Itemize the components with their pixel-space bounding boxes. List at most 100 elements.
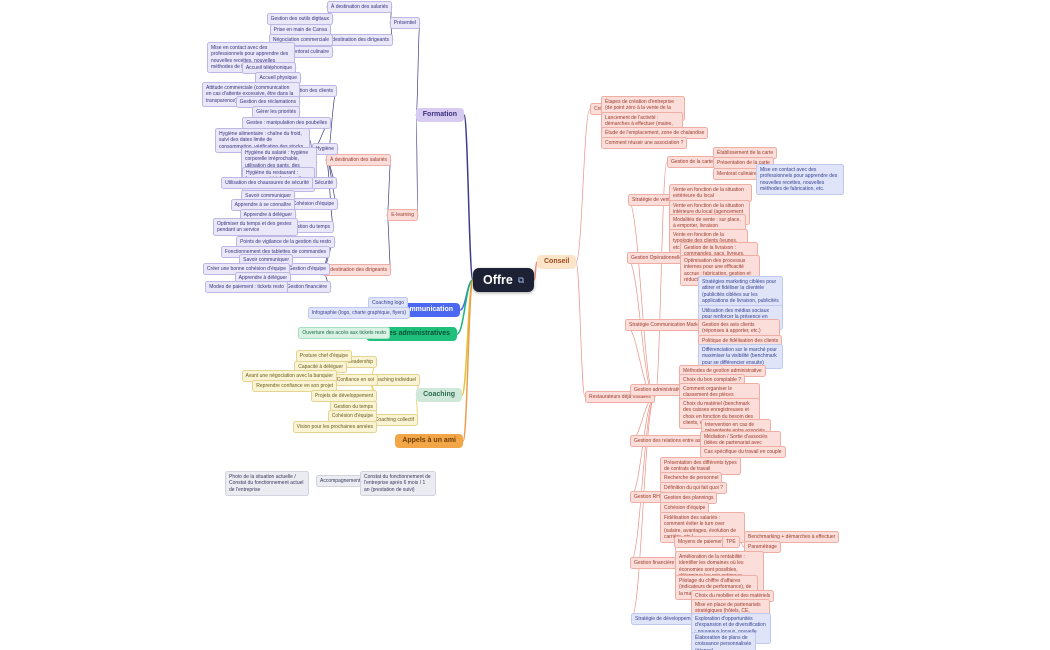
- node-label: Gestion des réclamations: [239, 98, 296, 105]
- edge-formation-to-presentiel: [415, 22, 421, 116]
- node-label: Apprendre à se connaître: [234, 201, 291, 208]
- node-label: Savoir communiquer: [243, 256, 289, 263]
- node-label: TPE: [726, 538, 736, 545]
- node-label: Ouverture des accès aux tickets resto: [302, 329, 386, 336]
- node-label: Stratégie de développement: [635, 615, 698, 622]
- mindmap-node-gestion-fin-1[interactable]: Gestion financière: [282, 281, 331, 293]
- mindmap-node-moyens-paiement[interactable]: Moyens de paiement: [674, 536, 729, 548]
- node-label: Moyens de paiement: [678, 538, 725, 545]
- node-label: Mentorat culinaire: [289, 48, 329, 55]
- mindmap-node-elearning[interactable]: E-learning: [387, 209, 418, 221]
- node-label: Politique de fidélisation des clients: [702, 337, 779, 344]
- node-label: Élaboration de plans de croissance perso…: [695, 634, 752, 650]
- mindmap-node-priorites[interactable]: Gérer les priorités: [252, 106, 300, 118]
- node-label: Gestion des plannings: [664, 494, 714, 501]
- node-label: Gestion des outils digitaux: [270, 15, 329, 22]
- mindmap-node-gestion-op[interactable]: Gestion Opérationnelle: [627, 252, 687, 264]
- mindmap-node-dest-dirigeants-2[interactable]: À destination des dirigeants: [321, 264, 391, 276]
- node-label: À destination des dirigeants: [325, 266, 387, 273]
- node-label: Optimiser du temps et des gestes pendant…: [217, 220, 292, 234]
- mindmap-root-node[interactable]: Offre⧉: [473, 268, 535, 292]
- node-label: Savoir communiquer: [245, 192, 291, 199]
- node-label: Points de vigilance de la gestion du res…: [240, 238, 331, 245]
- node-label: Gérer les priorités: [256, 108, 296, 115]
- node-label: Mise en contact avec des professionnels …: [760, 166, 838, 193]
- mindmap-node-cohesion2[interactable]: Cohésion d'équipe: [327, 410, 377, 422]
- mindmap-node-appels[interactable]: Appels à un ami: [395, 434, 463, 449]
- mindmap-node-vision[interactable]: Vision pour les prochaines années: [292, 421, 377, 433]
- mindmap-node-chaussures[interactable]: Utilisation des chaussures de sécurité: [221, 177, 313, 189]
- node-label: Étude de l'emplacement, zone de chalandi…: [605, 129, 705, 136]
- node-label: Appels à un ami: [402, 437, 456, 444]
- mindmap-node-travail-couple[interactable]: Cas spécifique du travail en couple: [700, 446, 786, 458]
- mindmap-node-formation[interactable]: Formation: [415, 108, 464, 123]
- node-label: Apprendre à déléguer: [243, 211, 292, 218]
- mindmap-node-gestion-carte[interactable]: Gestion de la carte: [667, 156, 717, 168]
- mindmap-node-presentiel[interactable]: Présentiel: [389, 17, 420, 29]
- node-label: Communication: [400, 306, 453, 313]
- node-label: Accompagnement: [320, 477, 361, 484]
- node-label: Avant une négociation avec la banquier: [245, 372, 333, 379]
- node-label: À destination des salariés: [330, 156, 387, 163]
- mindmap-node-photo-situation[interactable]: Photo de la situation actuelle / Constat…: [225, 471, 309, 496]
- edge-root-to-communication: [459, 279, 474, 311]
- node-label: Présentiel: [393, 19, 416, 26]
- copy-icon: ⧉: [517, 274, 525, 285]
- node-label: Tâches administratives: [372, 330, 450, 337]
- node-label: À destination des salariés: [331, 3, 388, 10]
- node-label: Benchmarking + démarches à effectuer: [748, 533, 836, 540]
- node-label: Photo de la situation actuelle / Constat…: [229, 473, 304, 493]
- node-label: Prise en main de Canva: [273, 26, 327, 33]
- mindmap-node-securite[interactable]: Sécurité: [310, 177, 337, 189]
- edge-root-to-coaching: [461, 279, 474, 396]
- mindmap-node-mentorat2[interactable]: Mentorat culinaire: [713, 168, 761, 180]
- mindmap-node-plans-croissance[interactable]: Élaboration de plans de croissance perso…: [691, 632, 756, 650]
- node-label: Coaching logo: [372, 299, 404, 306]
- mindmap-node-conseil[interactable]: Conseil: [537, 255, 577, 270]
- node-label: Leadership: [348, 358, 373, 365]
- mindmap-node-ouverture-acces[interactable]: Ouverture des accès aux tickets resto: [298, 327, 390, 339]
- node-label: Hygiène alimentaire : chaîne du froid, s…: [219, 130, 303, 150]
- node-label: Cohésion d'équipe: [292, 200, 334, 207]
- mindmap-node-gestion-outils[interactable]: Gestion des outils digitaux: [266, 13, 333, 25]
- mindmap-node-benchmarking[interactable]: Benchmarking + démarches à effectuer: [744, 531, 840, 543]
- node-label: Projets de développement: [314, 392, 373, 399]
- mindmap-node-tpe[interactable]: TPE: [722, 536, 740, 548]
- mindmap-node-optimiser[interactable]: Optimiser du temps et des gestes pendant…: [213, 218, 298, 237]
- mindmap-node-dest-dirigeants-1[interactable]: À destination des dirigeants: [323, 34, 393, 46]
- node-label: Négociation commerciale: [272, 36, 329, 43]
- edge-restaurateurs-to-gestion-fin-2: [629, 396, 656, 564]
- mindmap-node-cohesion1[interactable]: Cohésion d'équipe: [288, 198, 338, 210]
- node-label: Présentation de la carte: [717, 159, 770, 166]
- node-label: Coaching: [423, 391, 455, 398]
- node-label: Capacité à déléguer: [298, 363, 343, 370]
- mindmap-node-modes-paiement[interactable]: Modes de paiement : tickets resto: [205, 281, 288, 293]
- mindmap-node-dest-salaries-2[interactable]: À destination des salariés: [326, 154, 391, 166]
- mindmap-node-infographie[interactable]: Infographie (logo, charte graphique, fly…: [307, 307, 410, 319]
- node-label: Infographie (logo, charte graphique, fly…: [311, 309, 406, 316]
- mindmap-node-mise-contact-2[interactable]: Mise en contact avec des professionnels …: [756, 164, 844, 196]
- node-label: Stratégie de vente: [632, 196, 673, 203]
- mindmap-node-coaching[interactable]: Coaching: [416, 388, 462, 403]
- node-label: Hygiène: [315, 145, 334, 152]
- mindmap-node-gestion-fin-2[interactable]: Gestion financière: [630, 557, 679, 569]
- node-label: Gestion de la carte: [671, 158, 713, 165]
- mindmap-node-association[interactable]: Comment réussir une association ?: [601, 137, 688, 149]
- edge-root-to-formation: [463, 114, 474, 281]
- mindmap-node-gestes-poubelles[interactable]: Gestes : manipulation des poubelles: [242, 117, 331, 129]
- mindmap-node-posture-chef[interactable]: Posture chef d'équipe: [295, 350, 352, 362]
- node-label: Constat du fonctionnement de l'entrepris…: [364, 473, 431, 493]
- mindmap-node-confiance-soi[interactable]: Confiance en soi: [332, 374, 378, 386]
- mindmap-node-coaching-collectif[interactable]: Coaching collectif: [370, 414, 418, 426]
- node-label: Comment réussir une association ?: [605, 139, 684, 146]
- mindmap-node-dest-salaries-1[interactable]: À destination des salariés: [327, 1, 392, 13]
- mindmap-node-accompagnement[interactable]: Accompagnement: [316, 475, 365, 487]
- node-label: Attitude commerciale (communication en c…: [206, 84, 294, 104]
- mindmap-node-gestion-rh[interactable]: Gestion RH: [630, 491, 664, 503]
- node-label: Établissement de la carte: [717, 149, 774, 156]
- mindmap-node-projets-dev[interactable]: Projets de développement: [310, 390, 377, 402]
- node-label: Recherche de personnel: [664, 474, 719, 481]
- node-label: Modalités de vente : sur place, à emport…: [673, 216, 741, 230]
- mindmap-node-constat-suivi[interactable]: Constat du fonctionnement de l'entrepris…: [360, 471, 436, 496]
